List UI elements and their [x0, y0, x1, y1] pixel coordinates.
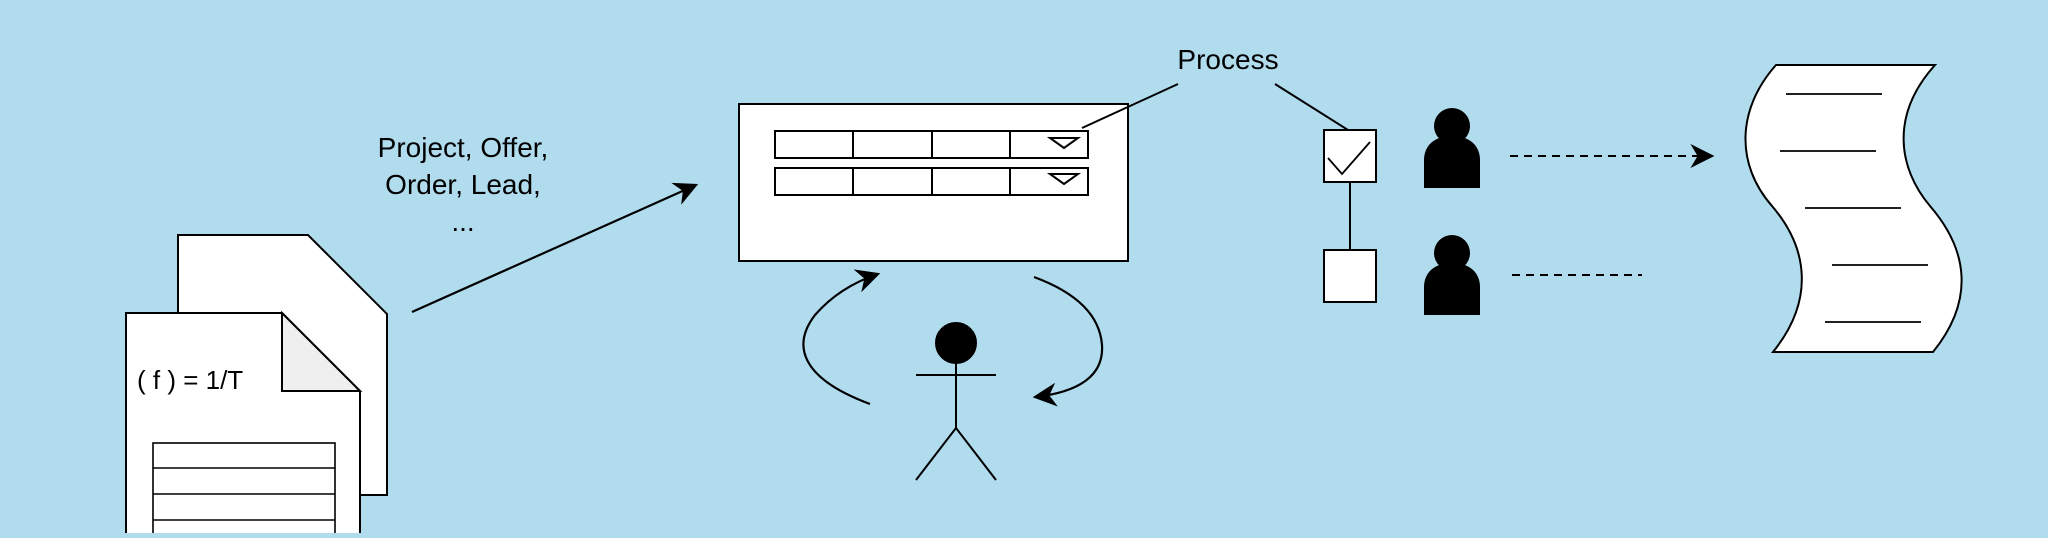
checkmark-icon: [1327, 141, 1371, 176]
cycle-arrow-right: [1032, 275, 1104, 407]
dropdown-arrow-icon: [1046, 173, 1082, 186]
documents-to-form-arrow: [411, 182, 699, 314]
scroll-document-lines: [1780, 93, 1928, 323]
user-silhouette-icon: [1424, 235, 1480, 315]
process-connector-to-checkbox: [1274, 83, 1349, 131]
document-fold: [281, 310, 363, 392]
process-label: Process: [1177, 44, 1278, 75]
form-window-icon: [738, 103, 1129, 262]
form-row-2: [774, 167, 1089, 196]
document-types-line-2: Order, Lead,: [385, 169, 541, 200]
document-stack-icon: [125, 234, 388, 538]
user-silhouette-icon: [1424, 108, 1480, 188]
scroll-document-icon: [1744, 64, 1963, 353]
formula-text: ( f ) = 1/T: [137, 365, 243, 395]
checkbox-icon: [1323, 249, 1377, 303]
dropdown-arrow-icon: [1046, 137, 1082, 150]
form-row-1: [774, 130, 1089, 159]
cycle-arrow-left: [802, 269, 881, 406]
document-table: [152, 442, 336, 538]
document-types-label: Project, Offer, Order, Lead, ...: [378, 132, 549, 237]
checkbox-column: [1323, 129, 1377, 303]
checkbox-icon: [1323, 129, 1377, 183]
document-types-line-1: Project, Offer,: [378, 132, 549, 163]
process-connector-to-form: [1081, 83, 1179, 129]
document-types-line-3: ...: [451, 206, 474, 237]
stick-figure-icon: [915, 322, 997, 481]
